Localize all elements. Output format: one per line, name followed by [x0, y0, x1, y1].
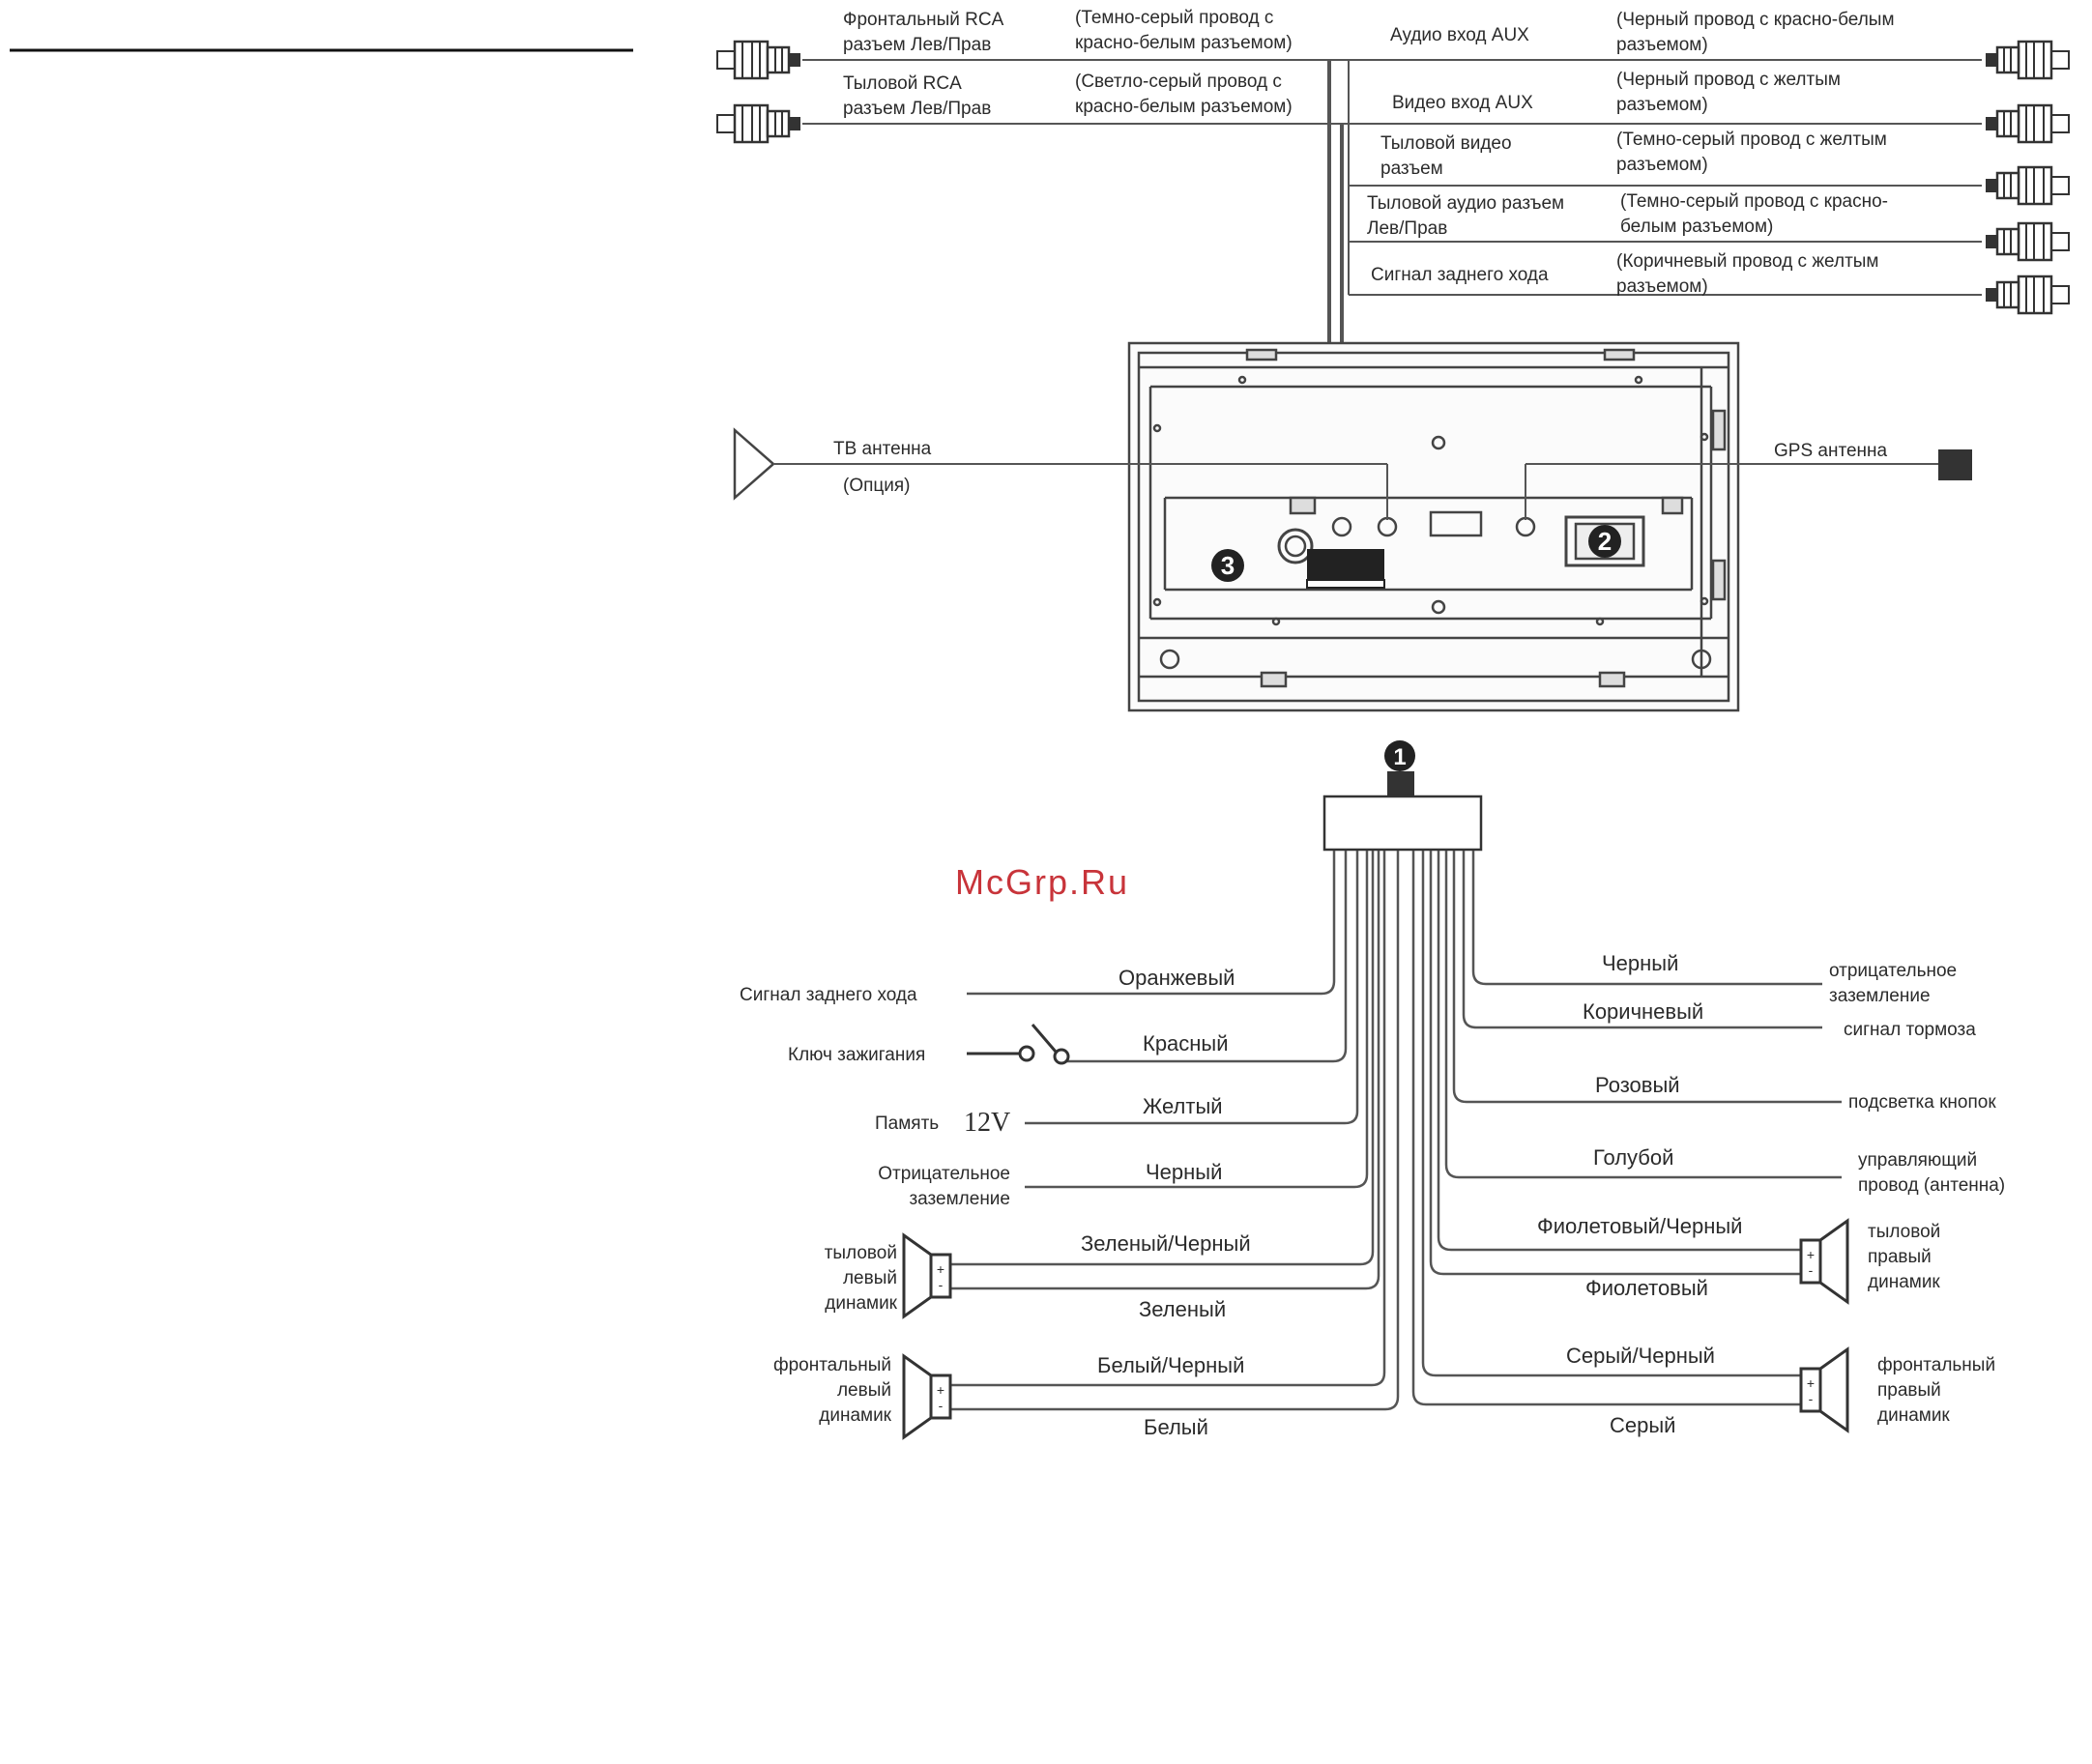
wire-violet-black: Фиолетовый/Черный [1537, 1214, 1742, 1238]
ignition-switch-icon [967, 1024, 1070, 1065]
harness-wires-left [928, 851, 1400, 1411]
wire-black-right: Черный [1602, 951, 1678, 975]
marker-3: 3 [1211, 549, 1244, 582]
wire-pink: Розовый [1595, 1073, 1680, 1097]
marker-2: 2 [1588, 525, 1621, 558]
tv-antenna [733, 427, 1388, 520]
wire-black-left: Черный [1146, 1160, 1222, 1184]
rear-audio-note: (Темно-серый провод с красно-белым разъе… [1620, 191, 1888, 237]
ignition-key-label: Ключ зажигания [788, 1045, 925, 1065]
harness-wires-right [1411, 851, 1842, 1406]
aux-audio-label: Аудио вход AUX [1390, 25, 1529, 45]
wire-green: Зеленый [1139, 1297, 1226, 1321]
memory-label: Память [875, 1113, 939, 1134]
wire-violet: Фиолетовый [1585, 1276, 1708, 1300]
wire-blue: Голубой [1593, 1145, 1673, 1170]
reverse-signal-label: Сигнал заднего хода [1371, 265, 1549, 285]
memory-voltage: 12V [964, 1108, 1010, 1138]
harness-connector [1322, 795, 1483, 852]
watermark: McGrp.Ru [955, 862, 1129, 902]
harness-socket [1307, 549, 1384, 580]
svg-text:3: 3 [1221, 551, 1235, 580]
svg-text:2: 2 [1598, 527, 1612, 556]
marker-1: 1 [1384, 740, 1415, 796]
reverse-signal-wire-label: Сигнал заднего хода [740, 985, 917, 1005]
tv-antenna-label: ТВ антенна [833, 439, 932, 459]
wire-gray-black: Серый/Черный [1566, 1344, 1715, 1368]
gps-antenna-label: GPS антенна [1774, 441, 1888, 461]
button-illumination-label: подсветка кнопок [1848, 1092, 1996, 1113]
tv-antenna-option: (Опция) [843, 476, 911, 496]
wire-orange: Оранжевый [1119, 966, 1235, 990]
brake-signal-label: сигнал тормоза [1844, 1020, 1976, 1040]
wire-white: Белый [1144, 1415, 1208, 1439]
svg-text:1: 1 [1393, 744, 1406, 770]
wire-green-black: Зеленый/Черный [1081, 1231, 1251, 1256]
wire-yellow: Желтый [1143, 1094, 1223, 1118]
gps-antenna [1525, 449, 1972, 520]
aux-video-label: Видео вход AUX [1392, 93, 1533, 113]
wire-white-black: Белый/Черный [1097, 1353, 1244, 1377]
head-unit-rear [1127, 341, 1740, 712]
wire-red: Красный [1143, 1031, 1229, 1056]
wire-gray: Серый [1610, 1413, 1675, 1437]
wire-brown: Коричневый [1583, 999, 1703, 1024]
